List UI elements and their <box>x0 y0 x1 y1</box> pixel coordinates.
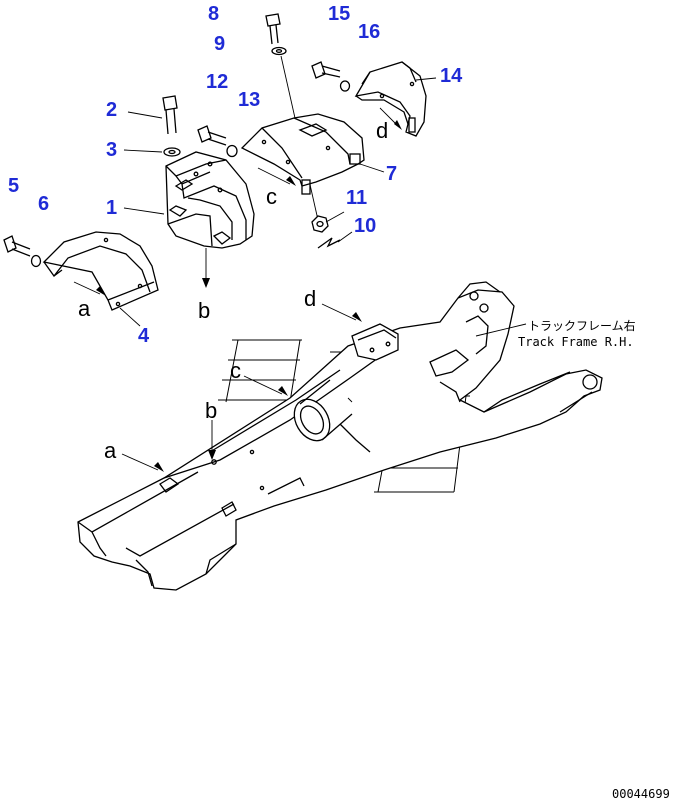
ref-letter-c-top: c <box>266 184 277 209</box>
bolt-12 <box>197 125 227 146</box>
ref-letter-d-top: d <box>376 118 388 143</box>
bolt-2 <box>162 95 178 135</box>
part-number-3: 3 <box>106 139 117 161</box>
leader-2 <box>127 111 163 119</box>
washer-3 <box>163 147 181 157</box>
bolt-15 <box>311 61 341 79</box>
part-number-14: 14 <box>440 65 463 87</box>
part-number-4: 4 <box>138 325 150 347</box>
part-number-15: 15 <box>328 3 350 25</box>
part-number-7: 7 <box>386 163 397 185</box>
ref-letter-d-frame: d <box>304 286 316 311</box>
part-number-9: 9 <box>214 33 225 55</box>
leader-4 <box>119 307 141 327</box>
ref-letter-b-frame: b <box>205 398 217 423</box>
leader-7 <box>359 163 385 173</box>
nut-11 <box>311 215 329 233</box>
frame-label-jp: トラックフレーム右 <box>528 318 636 333</box>
frame-label-en: Track Frame R.H. <box>518 335 634 349</box>
ref-letter-a-top: a <box>78 296 91 321</box>
pin-10 <box>317 237 341 249</box>
arrow-a-top <box>73 281 101 295</box>
bolt-5 <box>3 235 31 257</box>
ref-letter-c-frame: c <box>230 358 241 383</box>
leader-14 <box>415 77 437 81</box>
track-frame <box>77 281 603 591</box>
cover-14 <box>354 61 427 137</box>
washer-6 <box>30 254 42 268</box>
ref-letter-b-top: b <box>198 298 210 323</box>
arrow-c-frame <box>243 375 283 395</box>
part-number-2: 2 <box>106 99 117 121</box>
part-number-11: 11 <box>346 187 367 209</box>
part-number-16: 16 <box>358 21 380 43</box>
part-number-6: 6 <box>38 193 49 215</box>
part-number-5: 5 <box>8 175 19 197</box>
ref-letter-a-frame: a <box>104 438 117 463</box>
leader-1 <box>123 207 165 215</box>
leader-3 <box>123 149 163 153</box>
arrow-d-frame <box>321 303 357 321</box>
document-number: 00044699 <box>612 787 670 801</box>
bracket-1 <box>165 151 255 249</box>
bolt-8 <box>265 13 281 45</box>
part-number-8: 8 <box>208 3 219 25</box>
washer-13 <box>226 144 238 158</box>
cover-4 <box>42 231 159 311</box>
arrow-c-top <box>257 167 291 185</box>
leader-10 <box>337 231 353 243</box>
leader-11 <box>325 211 345 223</box>
arrow-a-frame <box>121 453 159 471</box>
part-number-13: 13 <box>238 89 260 111</box>
washer-16 <box>339 80 351 92</box>
part-number-10: 10 <box>354 215 376 237</box>
part-number-1: 1 <box>106 197 117 219</box>
part-number-12: 12 <box>206 71 228 93</box>
washer-9 <box>271 46 287 56</box>
leader-frame-label <box>475 323 527 337</box>
cover-7 <box>240 113 365 195</box>
